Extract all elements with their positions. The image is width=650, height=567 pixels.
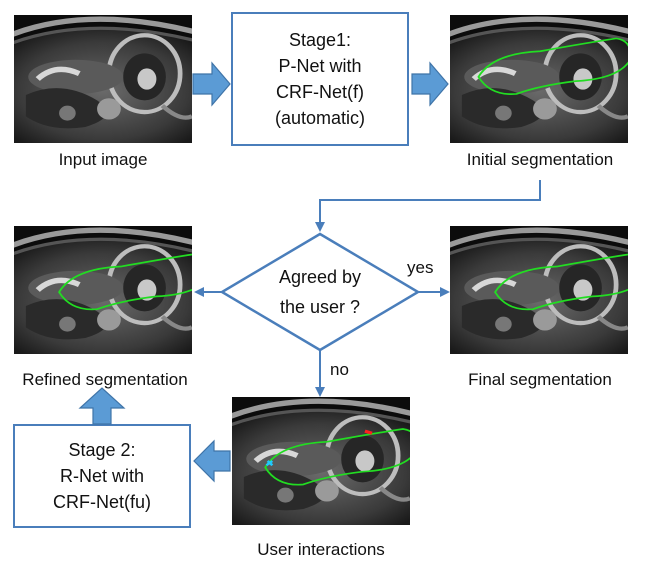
input-image-caption: Input image (58, 150, 148, 169)
user-interactions-caption: User interactions (257, 540, 385, 559)
block-arrow-stage1-to-initial (411, 61, 449, 107)
foreground-scribble (364, 429, 373, 435)
block-arrow-interactions-to-stage2 (193, 439, 231, 483)
no-label: no (330, 360, 349, 379)
stage2-box: Stage 2: R-Net with CRF-Net(fu) (13, 424, 191, 528)
yes-label: yes (407, 258, 434, 277)
stage1-box: Stage1: P-Net with CRF-Net(f) (automatic… (231, 12, 409, 146)
block-arrow-input-to-stage1 (192, 61, 231, 107)
decision-diamond (219, 232, 421, 352)
stage1-line-4: (automatic) (274, 108, 366, 128)
initial-segmentation-caption: Initial segmentation (466, 150, 614, 169)
final-segmentation-image (450, 226, 628, 354)
refined-segmentation-image (14, 226, 192, 354)
decision-line-1: Agreed by (278, 267, 362, 287)
stage2-line-1: Stage 2: (68, 440, 136, 460)
user-interactions-image (232, 397, 410, 525)
stage1-line-1: Stage1: (288, 30, 352, 50)
input-image (14, 15, 192, 143)
block-arrow-stage2-to-refined (78, 387, 126, 425)
stage2-line-3: CRF-Net(fu) (53, 492, 151, 512)
decision-line-2: the user ? (279, 297, 361, 317)
refined-segmentation-caption: Refined segmentation (22, 370, 188, 389)
stage1-line-3: CRF-Net(f) (276, 82, 364, 102)
stage2-line-2: R-Net with (59, 466, 144, 486)
background-scribble (265, 460, 274, 467)
decision-text: Agreed by the user ? (240, 262, 400, 322)
connector-initial-to-decision (315, 180, 541, 232)
final-segmentation-caption: Final segmentation (468, 370, 612, 389)
stage1-line-2: P-Net with (278, 56, 362, 76)
initial-segmentation-image (450, 15, 628, 143)
